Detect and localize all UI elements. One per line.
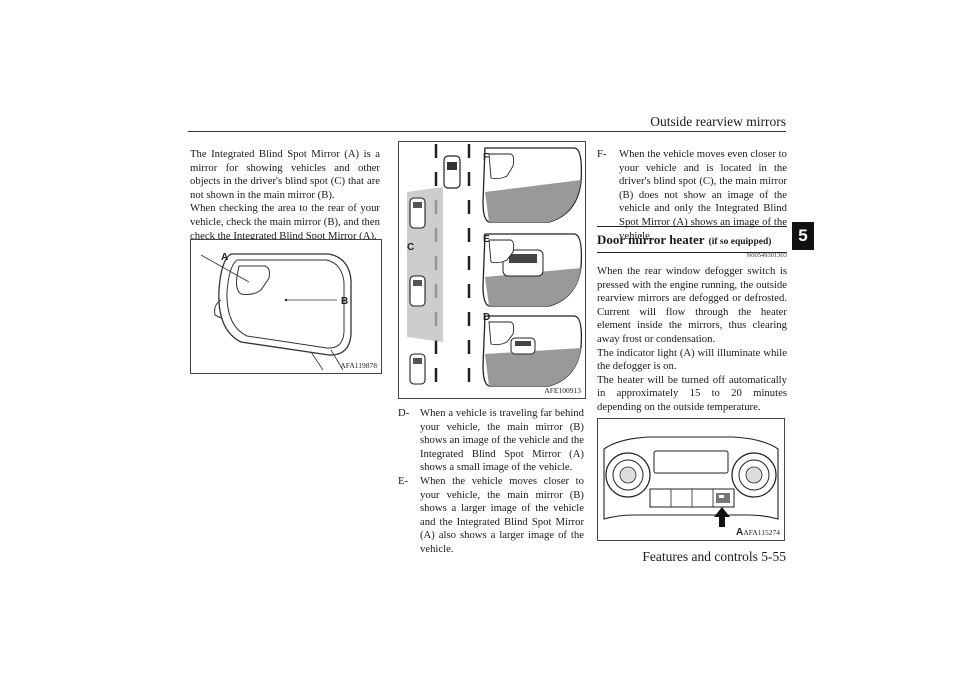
list-tag: D-	[398, 407, 410, 419]
auto-off-paragraph: The heater will be turned off automatica…	[597, 373, 787, 413]
label-a: A	[221, 252, 228, 263]
page-footer: Features and controls 5-55	[642, 549, 786, 564]
list-tag: E-	[398, 474, 409, 487]
mirror-view-e	[482, 233, 583, 307]
chapter-tab: 5	[792, 222, 814, 250]
column-1: The Integrated Blind Spot Mirror (A) is …	[190, 148, 380, 243]
blind-spot-illustration: C F E D	[407, 144, 583, 392]
figure-code: AFA115274	[743, 528, 780, 537]
mirror-illustration: A B	[200, 252, 352, 371]
section-title: Door mirror heater	[597, 232, 705, 247]
column-3-body: When the rear window defogger switch is …	[597, 265, 787, 415]
list-tag: F-	[597, 148, 607, 160]
section-code: N00549301303	[746, 252, 787, 259]
mirror-view-f	[482, 147, 583, 223]
label-d: D	[483, 312, 490, 323]
label-c: C	[407, 242, 414, 253]
heater-paragraph: When the rear window defogger switch is …	[597, 265, 787, 345]
label-b: B	[341, 296, 348, 307]
label-f: F	[483, 152, 489, 163]
defogger-figure: A AFA115274	[597, 418, 785, 541]
indicator-paragraph: The indicator light (A) will illuminate …	[597, 346, 787, 373]
list-text: When a vehicle is traveling far behind y…	[420, 407, 584, 474]
page-header-title: Outside rearview mirrors	[650, 114, 786, 129]
label-a: A	[736, 527, 743, 538]
header-rule	[188, 131, 786, 132]
intro-paragraph: The Integrated Blind Spot Mirror (A) is …	[190, 148, 380, 201]
list-item-e: E- When the vehicle moves closer to your…	[398, 475, 584, 557]
list-item-f: F- When the vehicle moves even closer to…	[597, 148, 787, 243]
figure-code: AFA119878	[340, 361, 377, 370]
defogger-illustration: A	[603, 436, 779, 538]
column-2-list: D- When a vehicle is traveling far behin…	[398, 407, 584, 557]
mirror-view-d	[482, 315, 583, 387]
section-heading: Door mirror heater (if so equipped)	[597, 226, 787, 253]
list-item-d: D- When a vehicle is traveling far behin…	[398, 407, 584, 475]
check-paragraph: When checking the area to the rear of yo…	[190, 202, 380, 242]
column-3-list: F- When the vehicle moves even closer to…	[597, 148, 787, 243]
label-e: E	[483, 234, 490, 245]
section-subtitle: (if so equipped)	[708, 237, 772, 247]
list-text: When the vehicle moves even closer to yo…	[619, 148, 787, 242]
blind-spot-figure: C F E D AFE100913	[398, 141, 586, 399]
list-text: When the vehicle moves closer to your ve…	[420, 474, 584, 555]
mirror-figure: A B AFA119878	[190, 239, 382, 374]
figure-code: AFE100913	[544, 386, 581, 395]
